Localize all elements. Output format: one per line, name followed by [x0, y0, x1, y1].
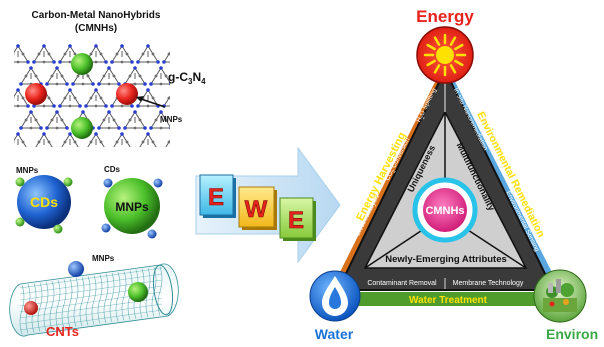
lattice-unit — [188, 88, 212, 108]
lattice-unit — [97, 110, 121, 130]
ewe-block-e2: E — [279, 197, 316, 241]
ewe-letter-e2: E — [288, 207, 304, 234]
lattice-mnp-red-right — [116, 83, 138, 105]
lattice-unit — [175, 154, 199, 174]
lattice-unit — [188, 44, 212, 64]
lattice-mesh — [14, 44, 225, 174]
water-node — [309, 270, 361, 322]
mnp-pointer-arrow — [136, 96, 166, 108]
lattice-unit — [45, 66, 69, 86]
lattice-unit — [61, 132, 79, 147]
lattice-unit — [35, 132, 53, 147]
lattice-unit — [14, 132, 27, 147]
lattice-unit — [136, 44, 160, 64]
lattice-mnp-red-left — [25, 83, 47, 105]
lattice-unit — [165, 139, 170, 147]
lattice-unit — [149, 110, 170, 130]
lattice-unit — [149, 154, 173, 174]
bottom-inner-contaminant: Contaminant Removal — [367, 280, 437, 287]
lattice-mnp-green-top — [71, 53, 93, 75]
carbon-nanotube — [9, 261, 179, 337]
ewe-block-w: W — [238, 186, 277, 230]
lattice-unit — [84, 88, 108, 108]
lattice-unit — [58, 88, 82, 108]
lattice-unit — [45, 154, 69, 174]
cds-sphere — [15, 175, 73, 234]
lattice-unit — [19, 110, 43, 130]
cmnh-title-abbrev: (CMNHs) — [75, 23, 117, 34]
bottom-inner-membrane: Membrane Technology — [453, 280, 524, 287]
environment-node — [533, 269, 587, 323]
lattice-pointer-label: MNPs — [160, 115, 183, 124]
nanotube-mnps-label: MNPs — [92, 254, 115, 263]
lattice-unit — [97, 66, 121, 86]
bottom-edge-band — [326, 292, 568, 306]
lattice-unit — [149, 66, 170, 86]
lattice-mnp-green-bottom — [71, 117, 93, 139]
ewe-blocks: E W E — [199, 174, 316, 241]
ewe-letter-w: W — [245, 196, 268, 223]
cmnh-title: Carbon-Metal NanoHybrids — [32, 10, 161, 21]
bottom-edge-label: Water Treatment — [409, 295, 488, 306]
carbon-nitride-lattice — [14, 44, 225, 174]
sun-rays — [423, 33, 467, 77]
lattice-unit — [201, 110, 225, 130]
environment-scene-icon — [543, 279, 577, 312]
ewe-block-e1: E — [199, 174, 236, 218]
ewe-letter-e1: E — [208, 184, 224, 211]
mnps-top-label: MNPs — [16, 166, 39, 175]
lattice-label: g-C3N4 — [168, 70, 206, 86]
lattice-unit — [71, 154, 95, 174]
lattice-unit — [139, 132, 157, 147]
cnts-label: CNTs — [46, 324, 79, 339]
lattice-unit — [113, 132, 131, 147]
center-cmnhs-node — [412, 177, 478, 243]
energy-label: Energy — [416, 7, 474, 26]
lattice-unit — [45, 110, 69, 130]
water-label: Water — [315, 326, 354, 342]
cds-top-label: CDs — [104, 165, 121, 174]
lattice-unit — [188, 132, 212, 152]
mnps-sphere-label: MNPs — [115, 200, 149, 214]
cds-sphere-label: CDs — [30, 194, 58, 210]
lattice-unit — [123, 154, 147, 174]
lattice-unit — [14, 44, 30, 64]
lattice-unit — [110, 44, 134, 64]
environment-label: Environ — [546, 326, 598, 342]
lattice-unit — [201, 154, 225, 174]
center-label: CMNHs — [425, 205, 464, 217]
energy-sun-node — [416, 26, 474, 84]
lattice-unit — [14, 88, 30, 108]
lattice-unit — [32, 44, 56, 64]
attr-newly-emerging: Newly-Emerging Attributes — [385, 254, 507, 265]
lattice-unit — [87, 132, 105, 147]
sun-icon — [436, 46, 454, 64]
lattice-unit — [162, 51, 170, 64]
lattice-unit — [123, 110, 147, 130]
mnps-sphere — [101, 178, 163, 239]
left-panel: Carbon-Metal NanoHybrids (CMNHs) g-C3N4 … — [9, 10, 225, 339]
